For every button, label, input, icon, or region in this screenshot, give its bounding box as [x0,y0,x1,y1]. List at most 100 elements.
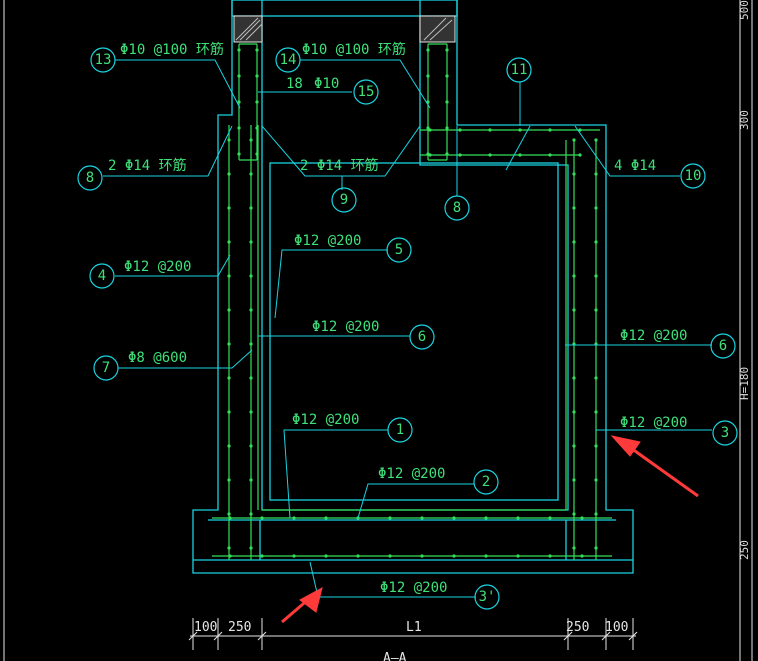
rebar-dot [227,206,231,210]
callout-1-number: 1 [396,422,404,438]
rebar-dot [324,516,328,520]
rebar-dot [445,100,449,104]
callout-3-prime-number: 3' [479,589,496,605]
callout-1-label: Φ12 @200 [292,412,359,428]
rebar-dot [255,100,259,104]
rebar-dot [428,128,432,132]
callout-9-label: 2 Φ14 环筋 [300,157,379,174]
rebar-dot [445,152,449,156]
callout-5-number: 5 [395,242,403,258]
red-arrow-right-icon [610,435,699,498]
callout-2-label: Φ12 @200 [378,466,445,482]
rebar-dot [518,128,522,132]
rebar-dot [324,554,328,558]
rebar-dot [426,126,430,130]
rebar-dot [388,516,392,520]
rebar-dot [548,554,552,558]
rebar-dot [227,342,231,346]
rebar-dot [594,410,598,414]
cap-hatch [233,15,456,43]
rebar-dot [249,138,253,142]
callout-8-left-number: 8 [86,170,94,186]
dimension-L1: L1 [406,620,422,635]
rebar-dot [249,308,253,312]
dimension-100-right: 100 [605,620,628,635]
rebar-dot [594,444,598,448]
rebar-dot [572,376,576,380]
rebar-dot [548,516,552,520]
rebar-dot [426,48,430,52]
edge-label-middle2: H=180 [738,367,751,400]
rebar-dot [237,100,241,104]
rebar-dot [594,546,598,550]
rebar-dot [594,308,598,312]
rebar-dot [249,546,253,550]
rebar-dot [594,172,598,176]
rebar-dot [518,153,522,157]
section-label: A—A [383,651,407,661]
rebar-dot [227,240,231,244]
rebar-dot [227,444,231,448]
concrete-outline [192,0,634,574]
rebar-dot [572,444,576,448]
rebar-dot [572,546,576,550]
callout-5-label: Φ12 @200 [294,233,361,249]
rebar-dot [572,512,576,516]
rebar-dot [488,153,492,157]
rebar-dot [228,516,232,520]
rebar-dot [227,478,231,482]
rebar-dot [255,152,259,156]
rebar-dots [227,48,598,558]
edge-label-top: 300 [738,110,751,130]
rebar-dot [260,554,264,558]
rebar-dot [426,152,430,156]
annotation-arrows [281,435,699,624]
rebar-dot [249,376,253,380]
rebar-dot [249,240,253,244]
callout-8-left-label: 2 Φ14 环筋 [108,157,187,174]
callout-13-label: Φ10 @100 环筋 [120,41,224,58]
rebar-dot [227,172,231,176]
rebar-dot [227,410,231,414]
rebar-dot [249,410,253,414]
rebar-dot [572,410,576,414]
rebar-dot [237,126,241,130]
edge-dimensions: 300 500 H=180 250 [738,0,753,661]
rebar-dot [227,308,231,312]
rebar-dot [484,516,488,520]
callout-bubbles [77,47,738,610]
rebar-dot [445,74,449,78]
edge-label-middle: 500 [738,0,751,20]
rebar-dot [572,308,576,312]
rebar-dot [420,516,424,520]
rebar-dot [237,152,241,156]
rebar-dot [388,554,392,558]
rebar-dot [594,376,598,380]
rebar-dot [594,206,598,210]
rebar-dot [580,516,584,520]
rebar-dot [445,126,449,130]
rebar-dot [594,274,598,278]
rebar-dot [572,478,576,482]
rebar-dot [237,48,241,52]
rebar-dot [227,274,231,278]
rebar-dot [249,444,253,448]
callout-6-right-number: 6 [719,338,727,354]
callout-9-number: 9 [340,192,348,208]
callout-6-left-label: Φ12 @200 [312,319,379,335]
dimension-line [188,618,638,650]
rebar-dot [227,376,231,380]
rebar-dot [255,126,259,130]
rebar-dot [228,554,232,558]
rebar-dot [572,172,576,176]
rebar-dot [292,516,296,520]
callout-6-left-number: 6 [418,329,426,345]
callout-14-number: 14 [280,52,297,68]
callout-10-label: 4 Φ14 [614,158,656,174]
rebar-dot [578,153,582,157]
callout-8-mid-number: 8 [453,200,461,216]
rebar-dot [356,554,360,558]
callout-15-label-a: 18 [286,76,303,92]
rebar-dot [255,48,259,52]
callout-13-number: 13 [95,52,112,68]
